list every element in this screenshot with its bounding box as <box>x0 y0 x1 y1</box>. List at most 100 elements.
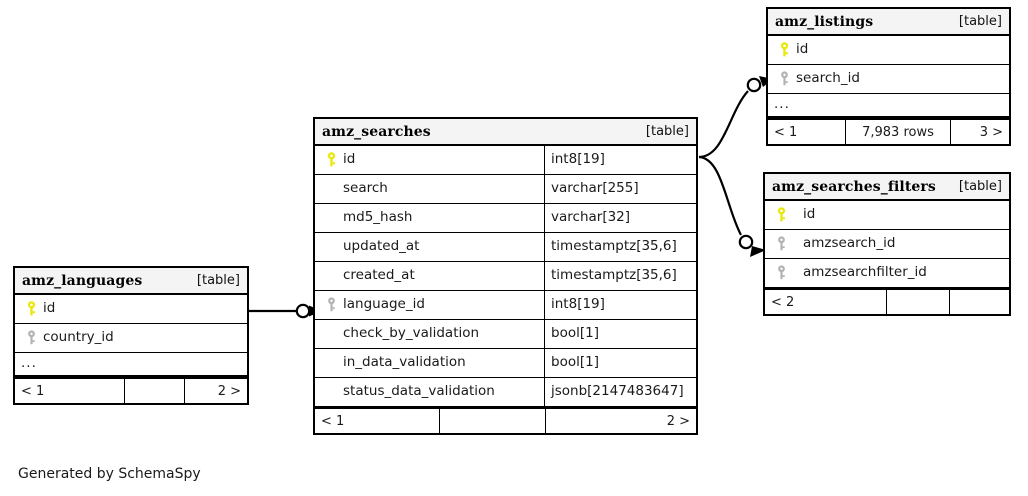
column-name: status_data_validation <box>343 383 495 400</box>
table-row[interactable]: id <box>765 201 1009 230</box>
column-name: id <box>43 300 56 317</box>
column-type: int8[19] <box>544 146 696 174</box>
table-row[interactable]: language_id int8[19] <box>315 291 696 320</box>
primary-key-icon <box>771 207 791 223</box>
table-row[interactable]: id <box>768 36 1009 65</box>
row-count-label: 7,983 rows <box>846 120 951 144</box>
column-name: id <box>796 41 809 58</box>
column-name: amzsearchfilter_id <box>803 264 927 281</box>
table-kind-label: [table] <box>958 179 1002 194</box>
table-header: amz_searches [table] <box>315 119 696 146</box>
prev-page-link[interactable]: < 1 <box>315 409 440 433</box>
prev-page-link[interactable]: < 1 <box>15 379 125 403</box>
prev-page-link[interactable]: < 2 <box>765 290 887 314</box>
foreign-key-icon <box>774 71 794 87</box>
table-title: amz_searches <box>322 123 431 140</box>
column-name: created_at <box>343 267 415 284</box>
edge-searches-to-searches-filters <box>698 155 766 257</box>
edge-searches-to-listings <box>698 76 773 159</box>
column-name-cell: check_by_validation <box>315 320 544 348</box>
table-row[interactable]: id <box>15 295 247 324</box>
column-type: jsonb[2147483647] <box>544 378 696 406</box>
column-name-cell: country_id <box>15 324 247 352</box>
table-footer: < 1 2 > <box>315 407 696 433</box>
table-title: amz_languages <box>22 272 143 289</box>
table-row[interactable]: in_data_validation bool[1] <box>315 349 696 378</box>
table-amz-searches[interactable]: amz_searches [table] id int8[19] <box>313 117 698 435</box>
table-row[interactable]: amzsearchfilter_id <box>765 259 1009 288</box>
column-name: search_id <box>796 70 860 87</box>
column-type: varchar[255] <box>544 175 696 203</box>
column-name-cell: search <box>315 175 544 203</box>
table-row[interactable]: md5_hash varchar[32] <box>315 204 696 233</box>
column-name: updated_at <box>343 238 420 255</box>
column-type: bool[1] <box>544 349 696 377</box>
more-columns-indicator: ... <box>15 353 247 377</box>
column-name-cell: language_id <box>315 291 544 319</box>
next-page-link[interactable]: 3 > <box>979 124 1003 140</box>
table-footer: < 2 <box>765 288 1009 314</box>
column-name: search <box>343 180 388 197</box>
table-title: amz_searches_filters <box>772 178 936 195</box>
column-name: md5_hash <box>343 209 413 226</box>
column-type: bool[1] <box>544 320 696 348</box>
table-row[interactable]: check_by_validation bool[1] <box>315 320 696 349</box>
primary-key-icon <box>774 42 794 58</box>
table-row[interactable]: search_id <box>768 65 1009 94</box>
column-type: timestamptz[35,6] <box>544 233 696 261</box>
table-row[interactable]: search varchar[255] <box>315 175 696 204</box>
more-columns-indicator: ... <box>768 94 1009 118</box>
column-name-cell: md5_hash <box>315 204 544 232</box>
row-count-label <box>440 409 546 433</box>
table-kind-label: [table] <box>958 14 1002 29</box>
row-count-label <box>887 290 950 314</box>
column-name-cell: amzsearch_id <box>765 230 1009 258</box>
next-page-link[interactable]: 2 > <box>217 383 241 399</box>
column-name-cell: in_data_validation <box>315 349 544 377</box>
column-name-cell: created_at <box>315 262 544 290</box>
foreign-key-icon <box>21 330 41 346</box>
column-name: amzsearch_id <box>803 235 896 252</box>
table-amz-languages[interactable]: amz_languages [table] id <box>13 266 249 405</box>
column-name-cell: updated_at <box>315 233 544 261</box>
foreign-key-icon <box>771 236 791 252</box>
column-name-cell: search_id <box>768 65 1009 93</box>
column-name: id <box>343 151 356 168</box>
table-row[interactable]: country_id <box>15 324 247 353</box>
column-name-cell: id <box>15 295 247 323</box>
primary-key-icon <box>21 301 41 317</box>
table-amz-listings[interactable]: amz_listings [table] id <box>766 7 1011 146</box>
column-type: varchar[32] <box>544 204 696 232</box>
column-name: country_id <box>43 329 114 346</box>
foreign-key-icon <box>771 265 791 281</box>
table-row[interactable]: amzsearch_id <box>765 230 1009 259</box>
table-row[interactable]: updated_at timestamptz[35,6] <box>315 233 696 262</box>
row-count-label <box>125 379 185 403</box>
column-name-cell: amzsearchfilter_id <box>765 259 1009 287</box>
next-page-link[interactable]: 2 > <box>666 413 690 429</box>
table-title: amz_listings <box>775 13 874 30</box>
table-amz-searches-filters[interactable]: amz_searches_filters [table] id <box>763 172 1011 316</box>
column-name-cell: id <box>315 146 544 174</box>
table-header: amz_searches_filters [table] <box>765 174 1009 201</box>
table-kind-label: [table] <box>196 273 240 288</box>
column-name-cell: id <box>765 201 1009 229</box>
table-row[interactable]: created_at timestamptz[35,6] <box>315 262 696 291</box>
prev-page-link[interactable]: < 1 <box>768 120 846 144</box>
column-type: timestamptz[35,6] <box>544 262 696 290</box>
table-header: amz_languages [table] <box>15 268 247 295</box>
column-name: check_by_validation <box>343 325 480 342</box>
table-header: amz_listings [table] <box>768 9 1009 36</box>
column-name: id <box>803 206 816 223</box>
edge-languages-to-searches <box>249 303 322 319</box>
primary-key-icon <box>321 152 341 168</box>
next-page-link[interactable] <box>950 290 1009 314</box>
foreign-key-icon <box>321 297 341 313</box>
column-name: language_id <box>343 296 425 313</box>
table-row[interactable]: status_data_validation jsonb[2147483647] <box>315 378 696 407</box>
table-row[interactable]: id int8[19] <box>315 146 696 175</box>
column-name-cell: status_data_validation <box>315 378 544 406</box>
column-type: int8[19] <box>544 291 696 319</box>
column-name-cell: id <box>768 36 1009 64</box>
